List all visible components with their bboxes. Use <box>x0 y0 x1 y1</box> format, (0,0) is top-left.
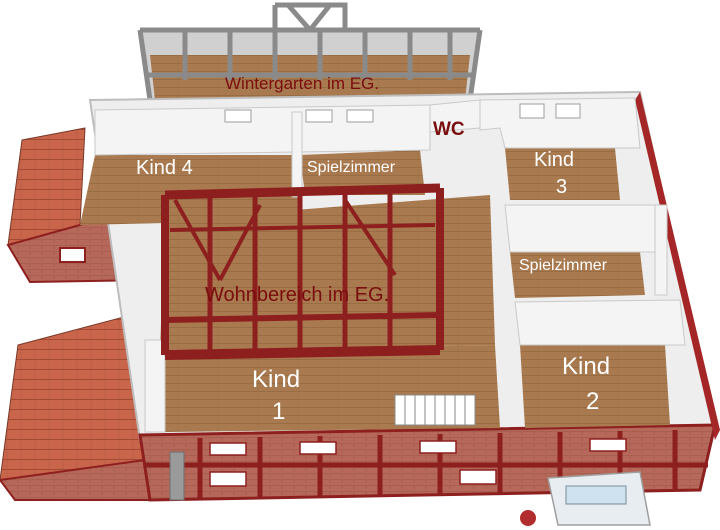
wintergarten-frame <box>137 2 483 101</box>
label-wohnbereich: Wohnbereich im EG. <box>205 284 390 306</box>
label-kind2-line2: 2 <box>586 388 600 415</box>
person-figure <box>520 510 536 526</box>
interior-windows <box>224 103 581 123</box>
label-kind3-line1: Kind <box>534 149 575 171</box>
lower-left-roof-wing <box>0 309 162 501</box>
label-spielzimmer-top: Spielzimmer <box>307 159 396 176</box>
room-floors <box>80 148 670 432</box>
label-wc: WC <box>433 119 465 140</box>
wohnbereich-timber-frame <box>161 183 444 360</box>
label-kind1-line1: Kind <box>252 366 301 393</box>
label-kind2-line1: Kind <box>562 353 611 380</box>
entrance-porch <box>547 471 651 526</box>
label-wintergarten: Wintergarten im EG. <box>225 74 379 93</box>
stairs <box>394 394 476 426</box>
label-kind4: Kind 4 <box>136 157 193 179</box>
label-kind3-line2: 3 <box>556 176 568 198</box>
label-kind1-line2: 1 <box>272 398 286 425</box>
label-spielzimmer-right: Spielzimmer <box>519 257 608 274</box>
